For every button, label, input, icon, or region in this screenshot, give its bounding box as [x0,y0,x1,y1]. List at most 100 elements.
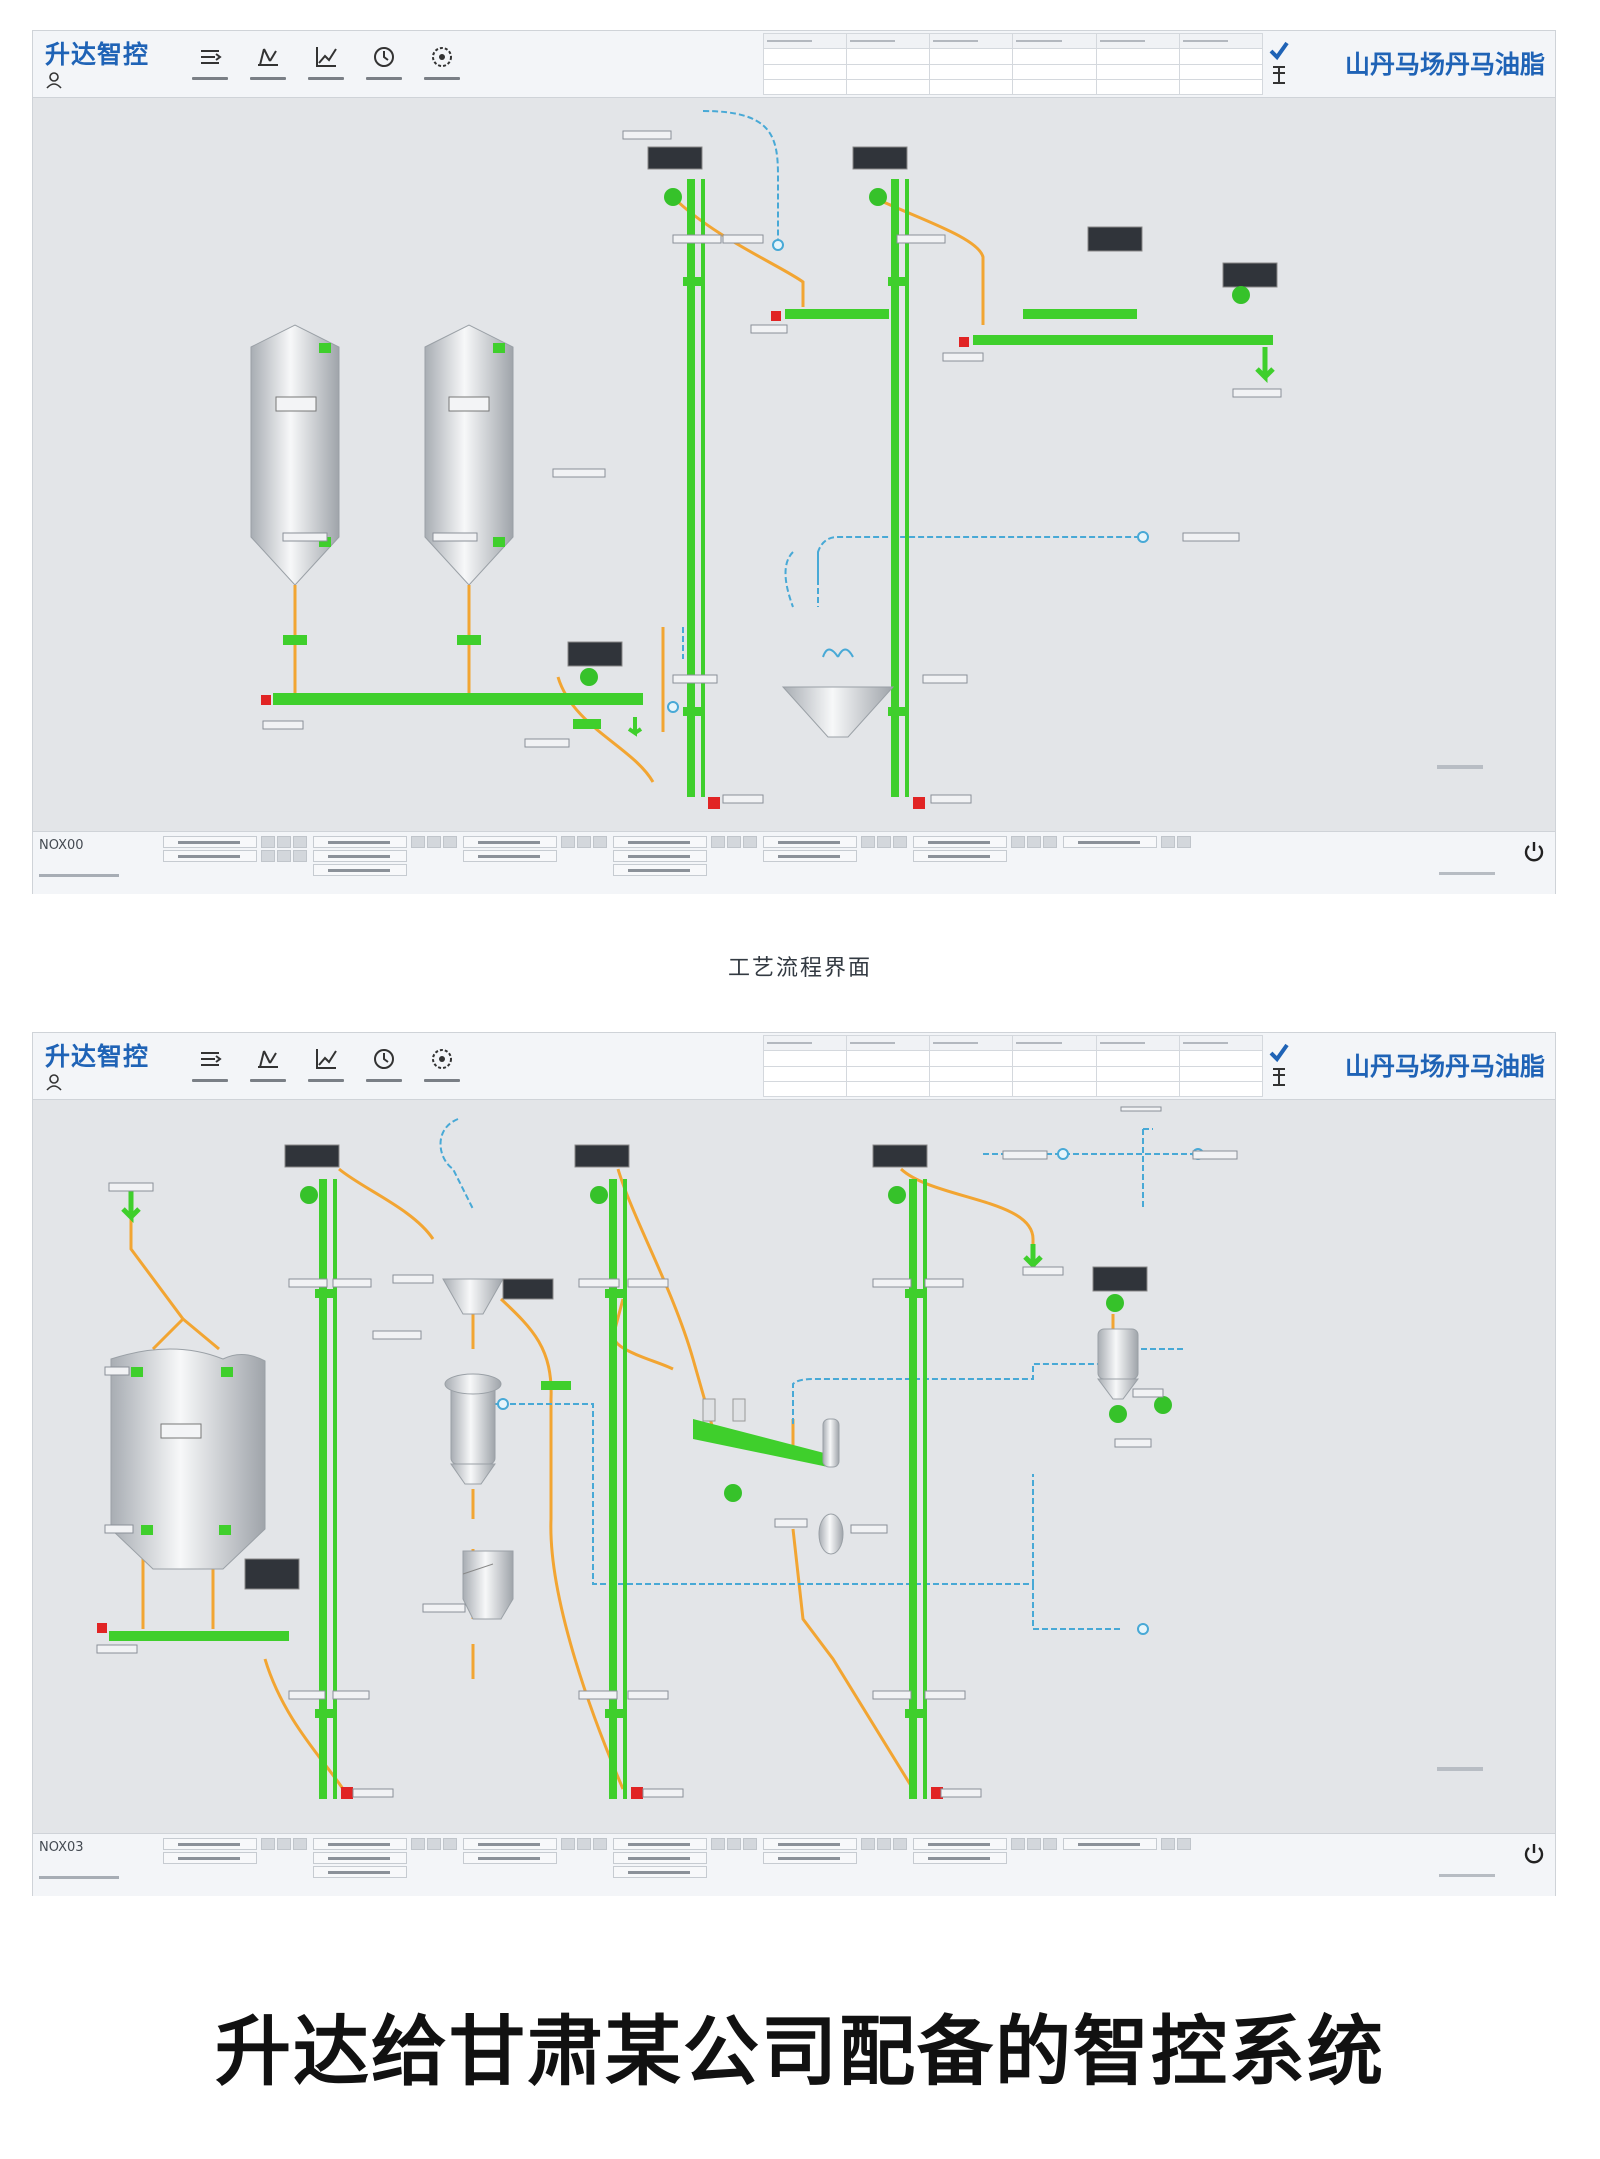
trend-chart-icon [316,1049,337,1069]
elevator-motor-display [284,1144,340,1168]
equipment-button[interactable] [763,1838,857,1850]
equipment-button[interactable] [163,836,257,848]
silo-right[interactable] [424,324,514,586]
equipment-button[interactable] [463,1852,557,1864]
table-row[interactable] [762,63,1264,80]
pulse-dust-collector[interactable] [1092,1266,1172,1423]
settings-icon [374,47,394,67]
table-header [929,32,1014,50]
fan-indicator[interactable] [1154,1396,1172,1414]
bucket-elevator-1[interactable] [284,1144,353,1799]
trend-chart-button[interactable] [301,43,351,80]
equipment-button[interactable] [763,850,857,862]
air-valve[interactable] [667,701,679,713]
process-flow-button[interactable] [185,43,235,80]
parameters-button[interactable] [417,1045,467,1082]
bucket-elevator-3[interactable] [872,1144,943,1799]
speed-sensor [905,1709,925,1718]
screw-conveyor-feed[interactable] [97,1558,300,1641]
bucket-elevator-2[interactable] [852,146,925,809]
power-icon[interactable] [1523,1842,1545,1864]
screw-conveyor-upper-1[interactable] [771,309,889,321]
screw-conveyor-main[interactable] [261,641,643,705]
air-lines [682,110,1143,659]
table-row[interactable] [762,48,1264,65]
equipment-button[interactable] [763,1852,857,1864]
toolbar-label [424,77,460,80]
alarm-table[interactable] [762,1034,1264,1098]
company-logo-icon [1269,41,1289,84]
status-cell [1011,1838,1025,1850]
air-valve[interactable] [772,239,784,251]
user-icon[interactable] [45,71,63,89]
equipment-button[interactable] [1063,836,1157,848]
air-valve[interactable] [1137,531,1149,543]
motor-display [244,1558,300,1590]
screw-conveyor-upper-2[interactable] [959,226,1278,384]
equipment-button[interactable] [913,836,1007,848]
manual-control-button[interactable] [243,1045,293,1082]
table-row[interactable] [762,1065,1264,1082]
settings-button[interactable] [359,43,409,80]
equipment-button[interactable] [613,1852,707,1864]
equipment-button[interactable] [613,1866,707,1878]
equipment-button[interactable] [613,864,707,876]
trend-chart-icon [316,47,337,67]
discharge-valve[interactable] [573,719,601,729]
manual-control-button[interactable] [243,43,293,80]
equipment-button[interactable] [163,1852,257,1864]
process-flow-button[interactable] [185,1045,235,1082]
speed-sensor [605,1289,625,1298]
silo-left[interactable] [250,324,340,586]
feeder-valve[interactable] [541,1381,571,1390]
equipment-button[interactable] [313,864,407,876]
cyclone-separator[interactable] [442,1278,554,1315]
status-cell [1011,836,1025,848]
power-icon[interactable] [1523,840,1545,862]
user-icon[interactable] [45,1073,63,1091]
bucket-elevator-1[interactable] [647,146,720,809]
equipment-button[interactable] [463,836,557,848]
equipment-button[interactable] [463,850,557,862]
equipment-button[interactable] [313,836,407,848]
equipment-button[interactable] [163,850,257,862]
pellet-mill[interactable] [462,1550,514,1620]
equipment-button[interactable] [1063,1838,1157,1850]
equipment-button[interactable] [763,836,857,848]
equipment-button[interactable] [613,836,707,848]
table-row[interactable] [762,78,1264,96]
air-valve[interactable] [1137,1623,1149,1635]
trend-chart-button[interactable] [301,1045,351,1082]
screen-separator[interactable] [693,1398,844,1555]
equipment-button[interactable] [913,850,1007,862]
parameters-button[interactable] [417,43,467,80]
table-row[interactable] [762,1050,1264,1067]
process-diagram [96,1106,1483,1799]
bucket-elevator-2[interactable] [574,1144,643,1799]
status-cell [1027,1838,1041,1850]
settings-button[interactable] [359,1045,409,1082]
air-valve[interactable] [1057,1148,1069,1160]
footer-bar: NOX00 [33,831,1555,894]
equipment-button[interactable] [313,1866,407,1878]
table-row[interactable] [762,1080,1264,1098]
storage-silo[interactable] [110,1348,266,1570]
equipment-button[interactable] [613,850,707,862]
feeder-right[interactable] [457,635,481,645]
equipment-button[interactable] [463,1838,557,1850]
equipment-button[interactable] [313,1852,407,1864]
equipment-button[interactable] [913,1838,1007,1850]
equipment-button[interactable] [913,1852,1007,1864]
air-valve[interactable] [497,1398,509,1410]
equipment-button[interactable] [313,1838,407,1850]
rotary-valve[interactable] [1109,1405,1127,1423]
alarm-table[interactable] [762,32,1264,96]
feeder-left[interactable] [283,635,307,645]
equipment-button[interactable] [613,1838,707,1850]
equipment-button[interactable] [313,850,407,862]
surge-hopper[interactable] [781,648,895,738]
conditioner[interactable] [444,1373,571,1485]
headline: 升达给甘肃某公司配备的智控系统 [215,2007,1385,2096]
equipment-button[interactable] [163,1838,257,1850]
footer-info [1439,872,1495,875]
